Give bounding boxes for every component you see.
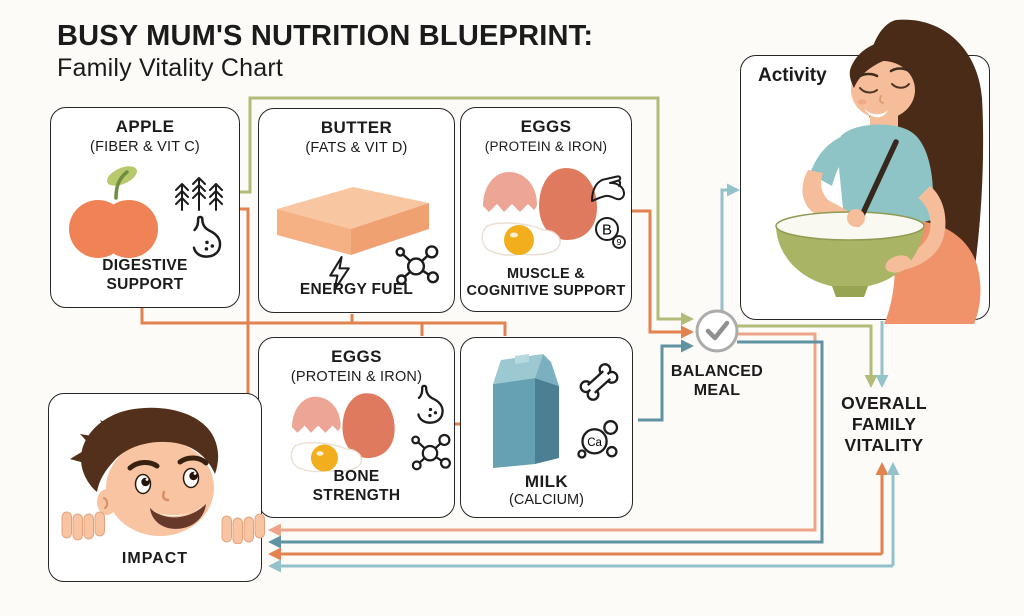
check-icon <box>695 309 739 353</box>
connector-nutrient-bus <box>140 307 507 336</box>
impact-boy-illustration <box>61 407 265 544</box>
stomach-icon <box>414 383 447 425</box>
activity-label: Activity <box>758 65 827 86</box>
wheat-icon <box>173 168 225 212</box>
apple-benefit: DIGESTIVE SUPPORT <box>102 257 188 294</box>
balanced-meal-label: BALANCED MEAL <box>670 363 764 400</box>
molecule-icon <box>409 430 451 472</box>
apple-subtitle: (FIBER & VIT C) <box>90 139 200 155</box>
milk-illustration <box>493 354 559 468</box>
eggs-bone-benefit: BONE STRENGTH <box>312 468 401 505</box>
impact-label: IMPACT <box>121 550 189 567</box>
connector-balanced-meal-to-impact-teal <box>268 340 824 549</box>
butter-title: BUTTER <box>320 118 393 137</box>
eggs-bone-title: EGGS <box>331 347 382 366</box>
card-apple: APPLE (FIBER & VIT C) DIGESTIVE SUPPORT <box>50 107 240 308</box>
eggs-illustration <box>290 393 395 473</box>
connector-balanced-meal-to-impact-salmon <box>268 332 817 537</box>
milk-subtitle: (CALCIUM) <box>509 492 584 508</box>
vitality-label: OVERALL FAMILY VITALITY <box>841 393 927 455</box>
connector-eggs-to-balanced-meal <box>632 209 694 339</box>
card-eggs-muscle: EGGS (PROTEIN & IRON) MUSCLE & COGNITIVE… <box>460 107 632 312</box>
card-eggs-bone: EGGS (PROTEIN & IRON) BONE STRENGTH <box>258 337 455 518</box>
apple-illustration <box>69 166 158 258</box>
eggs-muscle-subtitle: (PROTEIN & IRON) <box>484 139 608 154</box>
eggs-muscle-benefit: MUSCLE & COGNITIVE SUPPORT <box>466 265 626 300</box>
eggs-muscle-title: EGGS <box>520 117 572 136</box>
milk-title: MILK <box>524 472 569 491</box>
connector-milk-to-balanced-meal <box>638 339 694 422</box>
molecule-icon <box>393 241 439 287</box>
butter-benefit: ENERGY FUEL <box>299 281 414 299</box>
activity-woman-illustration <box>775 19 984 324</box>
connector-balanced-meal-to-activity <box>720 183 740 312</box>
card-butter: BUTTER (FATS & VIT D) ENERGY FUEL <box>258 108 455 313</box>
butter-subtitle: (FATS & VIT D) <box>305 140 408 156</box>
bicep-icon <box>589 170 627 204</box>
page-subtitle: Family Vitality Chart <box>57 54 284 82</box>
eggs-bone-subtitle: (PROTEIN & IRON) <box>290 369 423 385</box>
balanced-meal-check-node <box>694 308 740 354</box>
bone-icon <box>577 360 621 404</box>
vitamin-b9-icon <box>593 216 627 250</box>
stomach-icon <box>189 214 225 259</box>
butter-illustration <box>277 187 429 255</box>
connector-balanced-meal-to-vitality <box>737 324 878 388</box>
card-milk: MILK (CALCIUM) <box>460 337 633 518</box>
apple-title: APPLE <box>115 117 175 136</box>
eggs-illustration <box>481 168 597 256</box>
connector-apple-to-balanced-meal <box>240 96 694 326</box>
page-title: BUSY MUM'S NUTRITION BLUEPRINT: <box>57 20 594 52</box>
calcium-icon <box>575 416 621 462</box>
